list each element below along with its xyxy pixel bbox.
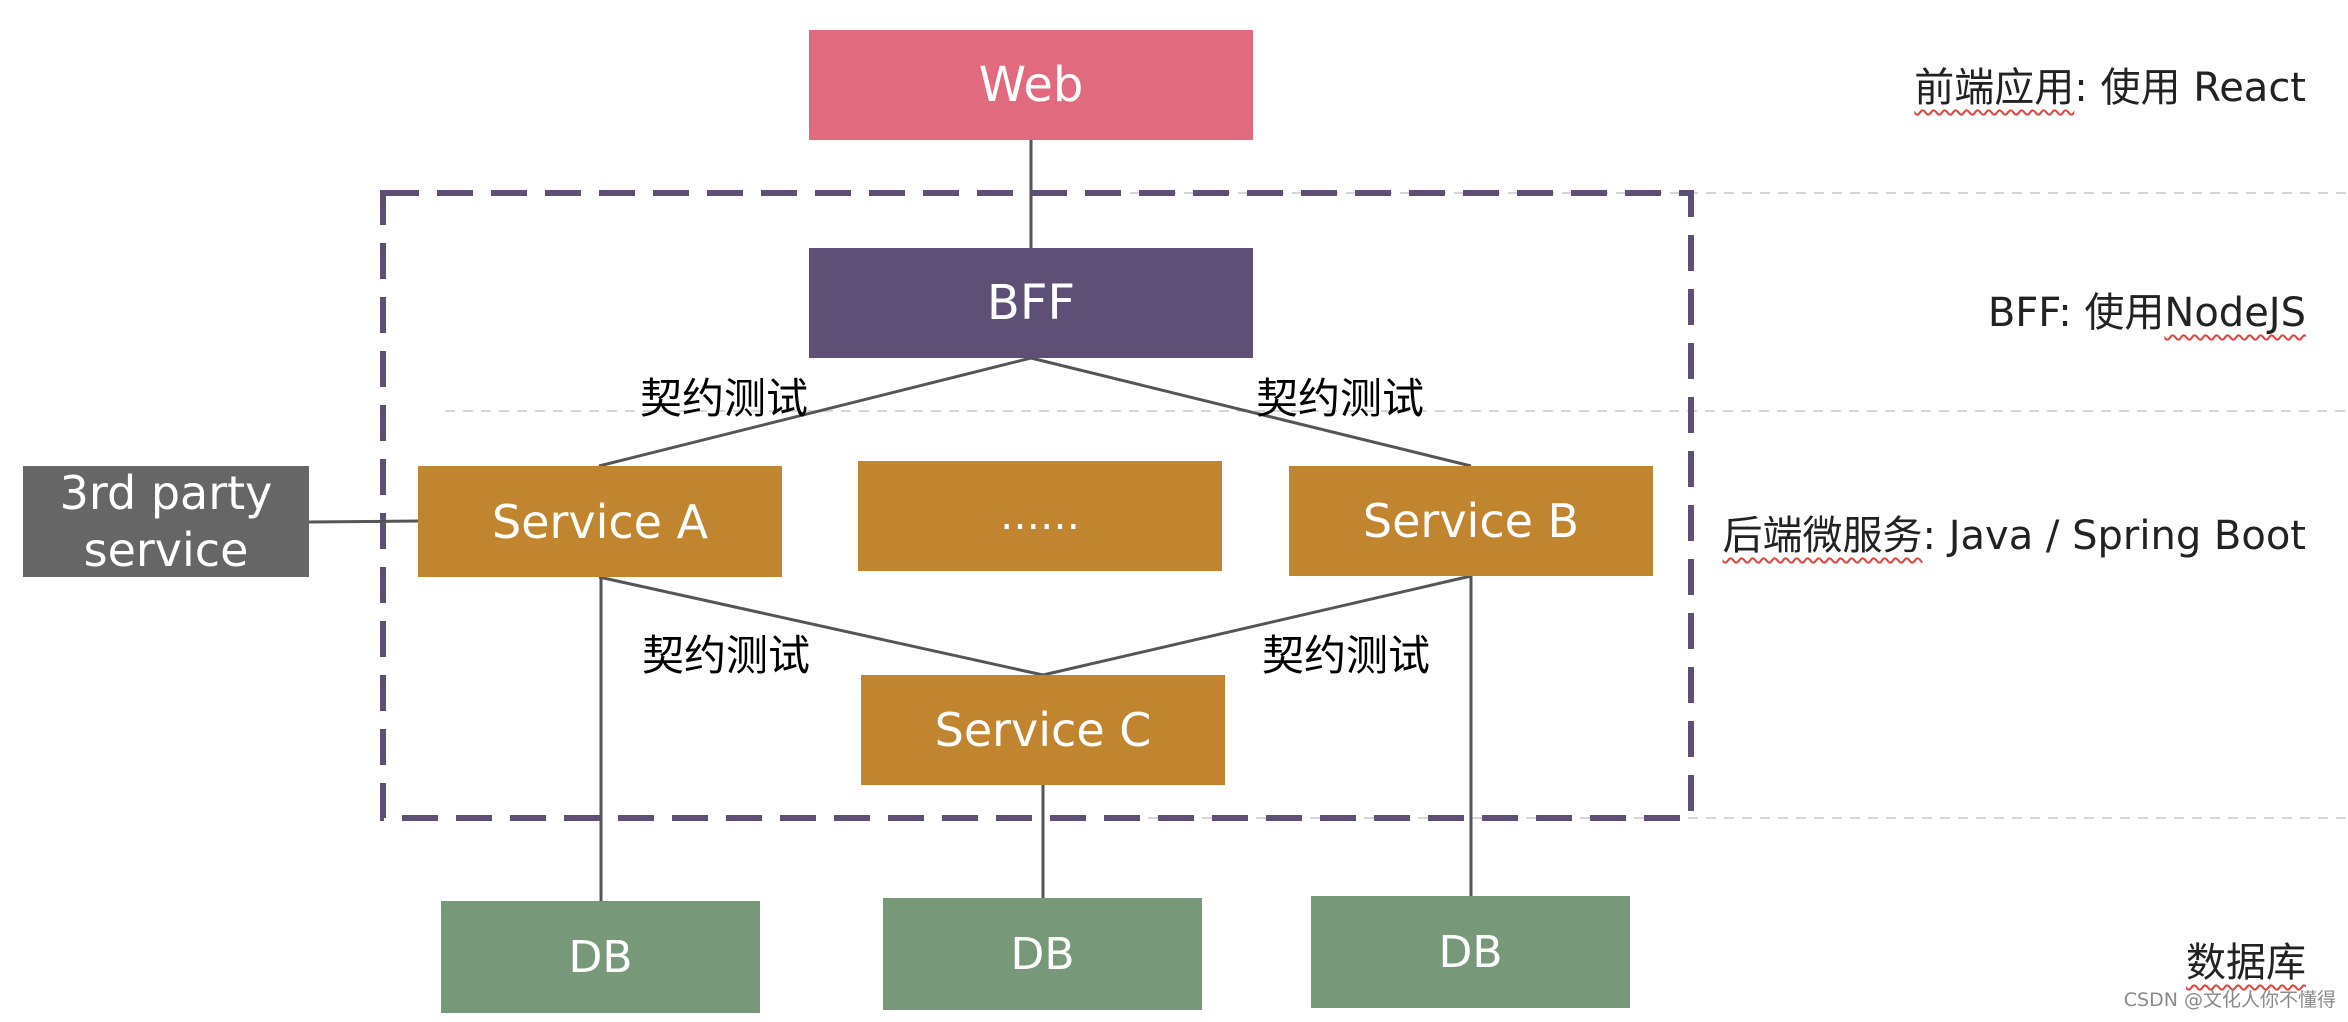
db-label-service-a: DB — [568, 931, 633, 983]
watermark: CSDN @文化人你不懂得 — [2123, 989, 2336, 1011]
layer-label-backend: 后端微服务: Java / Spring Boot — [1723, 503, 2306, 561]
contract-test-label-bff-a: 契约测试 — [640, 374, 809, 423]
service-c-node: Service C — [861, 675, 1225, 785]
bff-node-label: BFF — [986, 275, 1076, 331]
third-party-service-node: 3rd party service — [23, 466, 309, 577]
layer-label-frontend-rest: : 使用 React — [2074, 65, 2306, 111]
edge-service-b-service-c — [1042, 574, 1472, 677]
third-party-service-label: 3rd party service — [59, 465, 273, 577]
layer-label-bff-rest: NodeJS — [2164, 290, 2306, 336]
contract-test-label-b-c: 契约测试 — [1262, 631, 1431, 680]
service-c-label: Service C — [934, 703, 1152, 757]
web-node-label: Web — [978, 57, 1084, 113]
service-b-node: Service B — [1289, 466, 1653, 576]
edge-service-a-service-c — [598, 575, 1044, 677]
service-a-label: Service A — [491, 494, 709, 549]
service-a-node: Service A — [418, 466, 782, 577]
layer-label-frontend: 前端应用: 使用 React — [1914, 55, 2306, 113]
service-b-label: Service B — [1362, 494, 1580, 548]
web-node: Web — [809, 30, 1253, 140]
layer-label-backend-rest: : Java / Spring Boot — [1922, 513, 2306, 559]
layer-label-database: 数据库 — [2186, 930, 2306, 988]
db-label-service-b: DB — [1438, 926, 1503, 978]
layer-label-frontend-prefix: 前端应用 — [1914, 65, 2075, 111]
edge-bff-service-b — [1030, 356, 1472, 468]
contract-test-label-a-c: 契约测试 — [642, 631, 811, 680]
contract-test-label-bff-b: 契约测试 — [1256, 374, 1425, 423]
layer-label-database-text: 数据库 — [2186, 940, 2306, 986]
edge-third-party-service-a — [308, 519, 419, 524]
edge-bff-service-a — [598, 356, 1032, 468]
layer-label-backend-prefix: 后端微服务 — [1722, 513, 1923, 559]
service-more-label: …… — [1000, 493, 1080, 539]
bff-node: BFF — [809, 248, 1253, 358]
service-boundary — [380, 190, 1694, 821]
db-node-service-a: DB — [441, 901, 760, 1013]
db-label-service-c: DB — [1010, 928, 1075, 980]
db-node-service-c: DB — [883, 898, 1202, 1010]
layer-label-bff: BFF: 使用NodeJS — [1988, 280, 2306, 338]
layer-label-bff-prefix: BFF: 使用 — [1987, 290, 2165, 336]
db-node-service-b: DB — [1311, 896, 1630, 1008]
service-more-node: …… — [858, 461, 1222, 571]
